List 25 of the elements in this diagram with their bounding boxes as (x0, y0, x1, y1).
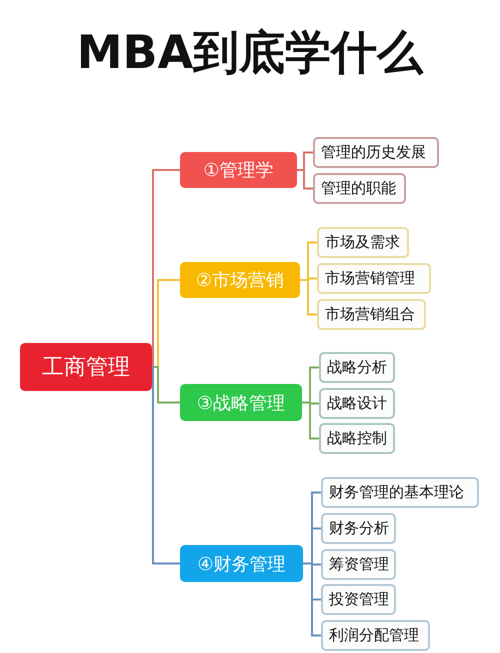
connector-line (151, 366, 180, 564)
topic-box: 战略分析 (319, 352, 395, 383)
topic-box: 市场营销组合 (317, 299, 426, 330)
topic-box: 市场营销管理 (317, 263, 431, 294)
connector-line (300, 279, 317, 316)
category-box: ③战略管理 (180, 384, 302, 421)
category-box: ④财务管理 (180, 545, 303, 582)
topic-box: 财务分析 (321, 513, 396, 544)
root-box: 工商管理 (20, 343, 152, 391)
connector-line (302, 402, 319, 440)
title: MBA到底学什么 (76, 24, 424, 81)
topic-box: 市场及需求 (317, 227, 409, 258)
topic-box: 管理的职能 (313, 173, 406, 204)
topic-box: 战略控制 (319, 423, 395, 454)
connector-line (152, 366, 180, 404)
connector-line (297, 169, 313, 190)
connector-line (151, 169, 180, 368)
topic-box: 财务管理的基本理论 (321, 477, 479, 508)
topic-box: 筹资管理 (321, 549, 396, 580)
category-box: ①管理学 (180, 152, 297, 188)
topic-box: 管理的历史发展 (313, 137, 439, 168)
category-box: ②市场营销 (180, 262, 300, 298)
topic-box: 战略设计 (319, 388, 395, 419)
topic-box: 投资管理 (321, 584, 396, 615)
topic-box: 利润分配管理 (321, 620, 430, 651)
